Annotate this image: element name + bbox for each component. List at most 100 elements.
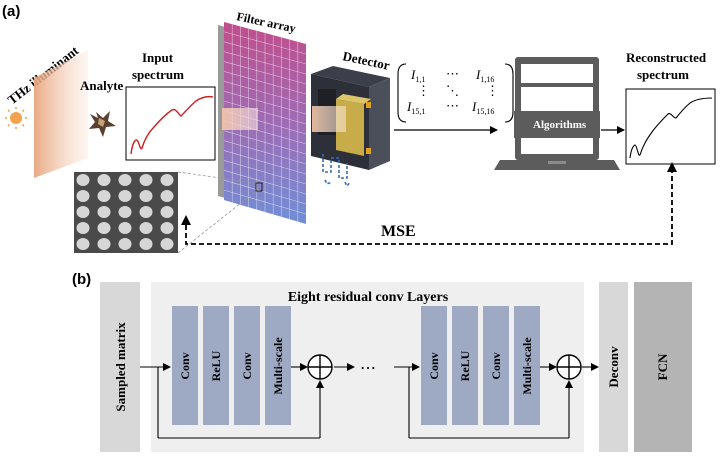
pillar <box>160 238 174 250</box>
svg-text:I1,1: I1,1 <box>410 67 425 84</box>
fcn-label: FCN <box>655 353 670 380</box>
pillar <box>97 238 111 250</box>
matrix-left-bracket <box>397 63 407 123</box>
reconstructed-spectrum-plot <box>625 88 716 165</box>
svg-text:I15,1: I15,1 <box>406 99 425 116</box>
input-spectrum-curve <box>130 95 214 155</box>
filter-grid-line <box>223 130 307 155</box>
matrix-r1c1: I <box>410 67 416 82</box>
svg-text:I1,16: I1,16 <box>475 67 494 84</box>
residual-group-1: Conv ReLU Conv Multi-scale <box>172 306 291 425</box>
filter-grid-line <box>223 100 307 125</box>
g1-relu-label: ReLU <box>209 350 223 381</box>
pillar <box>139 174 153 186</box>
matrix-r1c2: ⋯ <box>446 66 459 81</box>
matrix-r1c1-sub: 1,1 <box>415 75 425 84</box>
sum-node-2 <box>556 354 582 380</box>
g1-conv-2-block <box>234 306 260 425</box>
g1-multiscale-block <box>265 306 291 425</box>
pillar <box>139 238 153 250</box>
matrix-r2c1: ⋮ <box>417 83 430 98</box>
filter-grid-line <box>223 160 307 185</box>
pillar <box>118 174 132 186</box>
pillar <box>118 190 132 202</box>
pillar <box>97 190 111 202</box>
input-spectrum-label-line1: Input <box>142 50 174 65</box>
g1-conv-1-label: Conv <box>178 352 192 379</box>
matrix-r3c3: I <box>471 99 477 114</box>
sun-icon <box>5 107 27 129</box>
pillar <box>97 222 111 234</box>
g2-conv-1-block <box>421 306 447 425</box>
residual-layers-title: Eight residual conv Layers <box>288 290 449 305</box>
input-spectrum-label-line2: spectrum <box>132 67 184 82</box>
reconstructed-spectrum-curve <box>629 97 713 159</box>
intensity-matrix: I1,1 ⋯ I1,16 ⋮ ⋱ ⋮ I15,1 ⋯ I15,16 <box>397 63 514 123</box>
g1-multiscale-label: Multi-scale <box>271 337 285 395</box>
filter-grid-line <box>223 71 307 95</box>
deconv-block <box>599 282 628 452</box>
pillar <box>76 190 90 202</box>
pillar <box>76 206 90 218</box>
zoom-line-bottom <box>177 190 257 254</box>
filter-grid-line <box>223 150 307 175</box>
matrix-r1c3-sub: 1,16 <box>480 75 494 84</box>
deconv-label: Deconv <box>606 346 621 388</box>
matrix-r3c1: I <box>406 99 412 114</box>
laptop-icon <box>494 57 620 170</box>
pillar <box>160 190 174 202</box>
g2-conv-2-label: Conv <box>489 352 503 379</box>
pillar <box>139 222 153 234</box>
reconstructed-label-line2: spectrum <box>637 67 689 82</box>
sampled-matrix-block <box>100 282 140 452</box>
svg-text:I15,16: I15,16 <box>471 99 494 116</box>
g1-relu-block <box>203 306 229 425</box>
pillar-array-image <box>74 172 178 253</box>
pillar <box>118 222 132 234</box>
matrix-right-bracket <box>504 63 514 123</box>
pillar <box>160 174 174 186</box>
matrix-r1c3: I <box>475 67 481 82</box>
mse-label: MSE <box>381 223 416 240</box>
pillar <box>118 206 132 218</box>
fcn-block <box>634 282 692 452</box>
matrix-r3c2: ⋯ <box>446 98 459 113</box>
g2-relu-block <box>452 306 478 425</box>
panel-a-label: (a) <box>2 3 20 20</box>
pillar <box>76 238 90 250</box>
filter-grid-line <box>223 90 307 115</box>
matrix-r2c2: ⋱ <box>446 83 459 98</box>
g2-multiscale-label: Multi-scale <box>520 337 534 395</box>
reconstructed-label-line1: Reconstructed <box>626 50 707 65</box>
filter-grid-line <box>223 140 307 165</box>
pillar <box>97 206 111 218</box>
g2-relu-label: ReLU <box>458 350 472 381</box>
matrix-r3c1-sub: 15,1 <box>411 107 425 116</box>
pillar <box>76 174 90 186</box>
pillar <box>160 222 174 234</box>
pillar <box>139 206 153 218</box>
layers-ellipsis: ⋯ <box>360 360 376 377</box>
mse-arrowhead-up-right <box>667 162 677 172</box>
pillar <box>76 222 90 234</box>
filter-grid-line <box>223 179 307 205</box>
mse-arrowhead-up-left <box>181 215 191 225</box>
filter-grid-line <box>223 41 307 65</box>
filter-grid-line <box>223 81 307 105</box>
g1-conv-1-block <box>172 306 198 425</box>
g2-conv-1-label: Conv <box>427 352 441 379</box>
g2-conv-2-block <box>483 306 509 425</box>
pillar <box>97 174 111 186</box>
pillar <box>160 206 174 218</box>
panel-b-label: (b) <box>72 271 91 288</box>
zoom-line-top <box>177 171 257 184</box>
analyte-label: Analyte <box>80 78 124 93</box>
matrix-r2c3: ⋮ <box>486 83 499 98</box>
filter-grid-line <box>223 170 307 195</box>
filter-grid-line <box>223 189 307 215</box>
g1-conv-2-label: Conv <box>240 352 254 379</box>
sum-node-1 <box>307 354 333 380</box>
filter-unit-cell <box>255 182 263 192</box>
detector-beam <box>312 106 346 132</box>
